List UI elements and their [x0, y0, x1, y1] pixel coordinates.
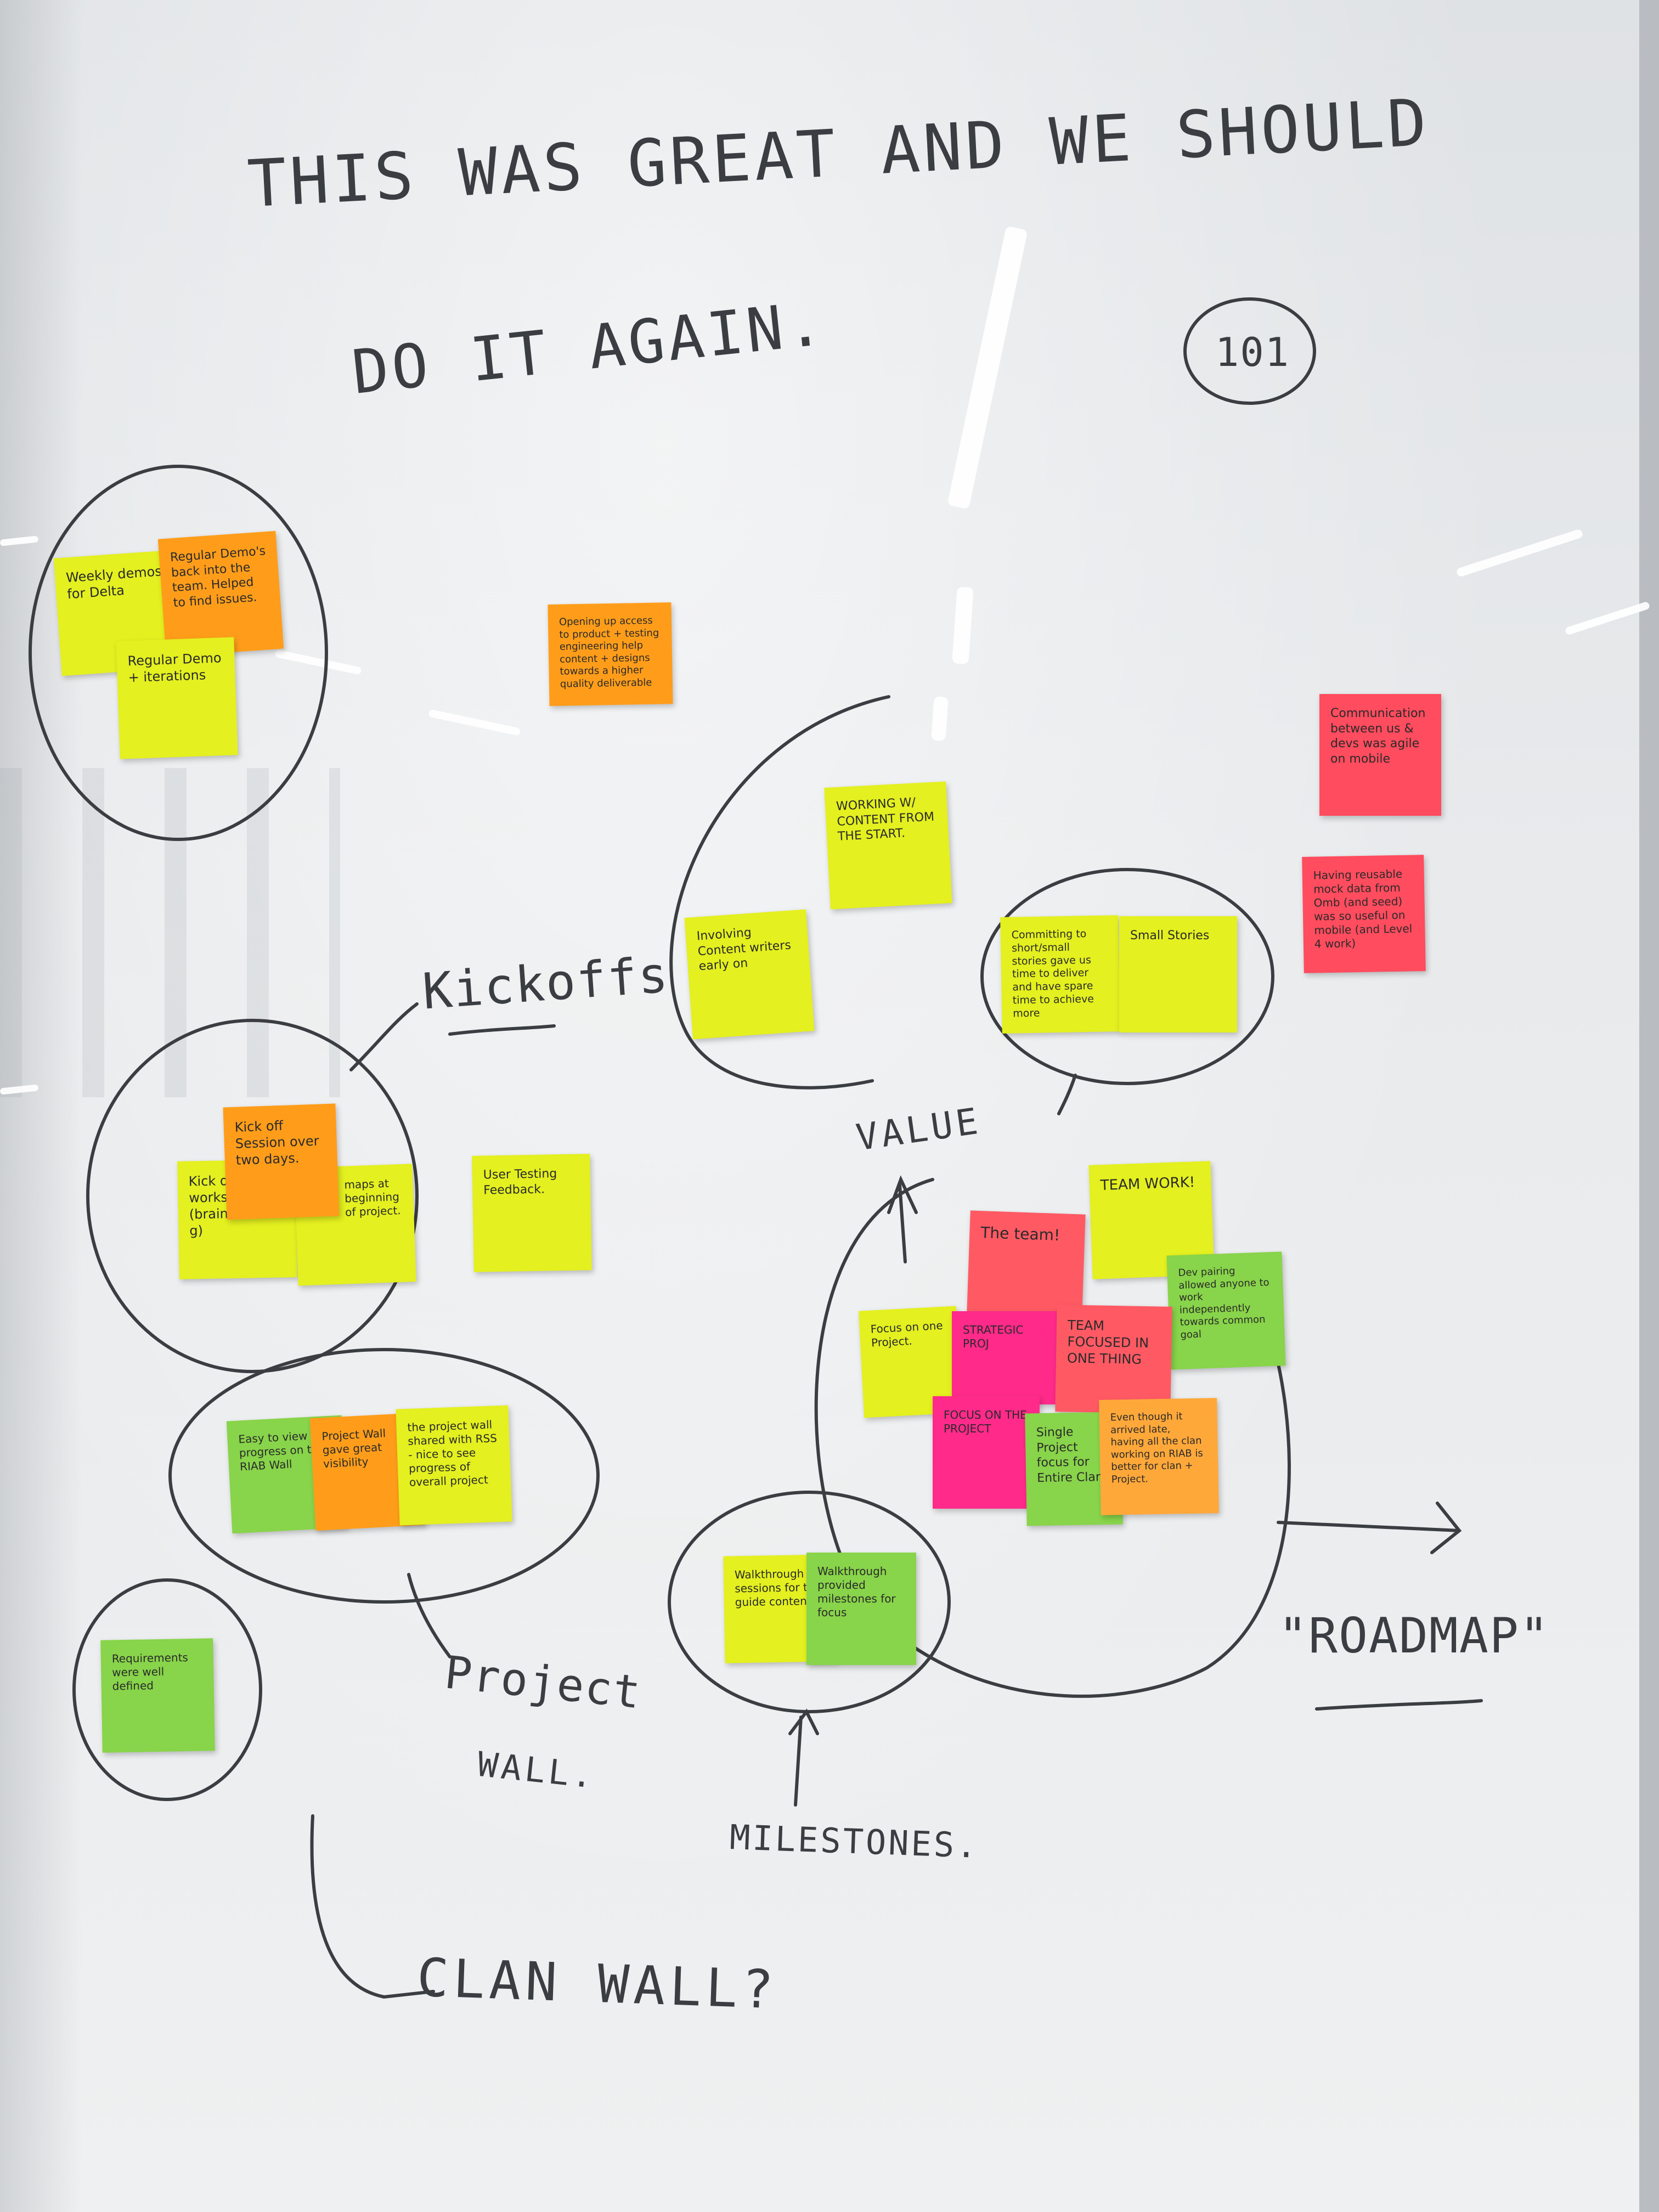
value-group-circle: [814, 1178, 1291, 1698]
requirements-circle: [72, 1578, 262, 1801]
sticky-note: Kick off Session over two days.: [223, 1103, 340, 1220]
stories-group-circle: [980, 868, 1274, 1085]
sticky-note: Small Stories: [1119, 916, 1237, 1032]
sticky-note: Committing to short/small stories gave u…: [1000, 915, 1120, 1034]
sticky-note: Opening up access to product + testing e…: [548, 602, 673, 706]
roadmap-arrow: [1277, 1502, 1462, 1554]
sticky-note: Communication between us & devs was agil…: [1319, 694, 1441, 816]
content-group-arc: [669, 695, 890, 1090]
sticky-note: User Testing Feedback.: [472, 1154, 592, 1272]
badge-101: 101: [1215, 329, 1290, 375]
sticky-note: Dev pairing allowed anyone to work indep…: [1166, 1251, 1286, 1370]
sticky-note: WORKING W/ CONTENT FROM THE START.: [824, 781, 952, 910]
sticky-note: Requirements were well defined: [100, 1638, 215, 1753]
sticky-note: FOCUS ON THE PROJECT: [933, 1396, 1040, 1509]
milestones-circle: [668, 1491, 951, 1713]
roadmap-underline: [1315, 1699, 1483, 1711]
sticky-note: the project wall shared with RSS - nice …: [396, 1405, 512, 1526]
project-wall-circle: [168, 1348, 600, 1604]
sticky-note: Involving Content writers early on: [684, 909, 815, 1040]
board-frame-right: [1639, 0, 1659, 2212]
sticky-note: TEAM FOCUSED IN ONE THING: [1055, 1305, 1172, 1414]
milestones-pointer: [788, 1708, 819, 1807]
kickoffs-pointer: [349, 1002, 419, 1071]
clan-wall-arrow: [310, 1814, 435, 1999]
demos-group-circle: [29, 465, 328, 841]
kickoffs-group-circle: [86, 1019, 419, 1373]
sticky-note: Having reusable mock data from Omb (and …: [1302, 855, 1426, 973]
project-wall-pointer: [407, 1573, 452, 1658]
sticky-note: Regular Demo + iterations: [116, 637, 238, 759]
value-arrow: [887, 1175, 918, 1263]
kickoffs-underline: [448, 1024, 556, 1036]
sticky-note: STRATEGIC PROJ: [952, 1311, 1062, 1404]
label-clan-wall: CLAN WALL?: [416, 1946, 779, 2021]
sticky-note: Even though it arrived late, having all …: [1099, 1398, 1219, 1515]
stories-pointer: [1057, 1074, 1077, 1115]
sticky-note: Walkthrough provided milestones for focu…: [806, 1553, 916, 1665]
label-roadmap: "ROADMAP": [1278, 1607, 1550, 1664]
board-frame-left: [0, 0, 82, 2212]
badge-circle: [1183, 297, 1316, 405]
